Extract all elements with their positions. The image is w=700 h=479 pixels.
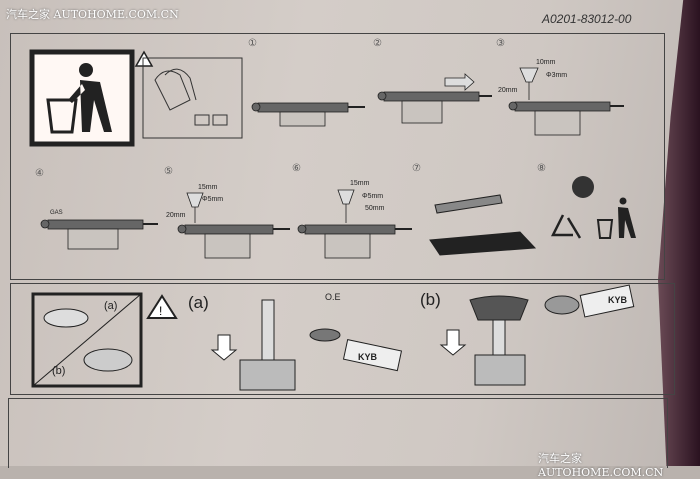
step6-offset: 50mm	[365, 205, 385, 212]
step-number-6: ⑥	[292, 163, 301, 174]
lower-panel	[8, 398, 668, 468]
shock-absorber-2	[377, 73, 492, 124]
step5-diameter: Φ5mm	[202, 196, 224, 203]
step5-offset: 20mm	[166, 212, 186, 219]
illustrations: ! !	[29, 49, 636, 391]
goggles-icon	[194, 114, 228, 126]
step-number-1: ①	[248, 38, 257, 49]
globe-icon	[572, 176, 594, 198]
legend-b: (b)	[52, 365, 66, 377]
kyb-box-a: KYB	[358, 352, 378, 362]
recycle-icon	[550, 214, 582, 239]
step4-gas: GAS	[50, 210, 63, 216]
bump-stop-panel	[10, 283, 675, 395]
section-a-label: (a)	[188, 293, 209, 312]
document-code: A0201-83012-00	[542, 12, 632, 26]
trash-person-icon	[596, 197, 636, 239]
bump-stop-legend	[31, 292, 143, 388]
watermark-top: 汽车之家 AUTOHOME.COM.CN	[6, 8, 179, 21]
kyb-box-b: KYB	[608, 295, 628, 305]
oe-label: O.E	[325, 292, 341, 302]
oil-drain-tray	[429, 194, 537, 256]
step-number-2: ②	[373, 38, 382, 49]
warning-icon-2: !	[146, 294, 178, 319]
step-number-4: ④	[35, 168, 44, 179]
disposal-steps-panel	[10, 33, 665, 280]
shock-absorber-1	[251, 102, 365, 127]
step6-diameter: Φ5mm	[362, 193, 384, 200]
step5-depth: 15mm	[198, 184, 218, 191]
gloves-icon	[154, 68, 197, 111]
shaft-a	[210, 299, 403, 391]
step-number-8: ⑧	[537, 163, 546, 174]
step3-offset: 20mm	[498, 87, 518, 94]
step-number-7: ⑦	[412, 163, 421, 174]
svg-text:!: !	[159, 304, 162, 318]
warning-icon: !	[134, 50, 154, 67]
shaft-b	[439, 284, 635, 386]
shock-absorber-4	[40, 219, 158, 250]
legend-a: (a)	[104, 300, 118, 312]
ppe-box	[142, 57, 243, 139]
step3-depth: 10mm	[536, 59, 556, 66]
step-number-3: ③	[496, 38, 505, 49]
shock-absorber-5	[177, 192, 290, 259]
step6-depth: 15mm	[350, 180, 370, 187]
dispose-icon	[29, 49, 135, 147]
shock-absorber-6	[297, 189, 412, 259]
section-b-label: (b)	[420, 290, 441, 309]
step-number-5: ⑤	[164, 166, 173, 177]
shock-absorber-3	[508, 67, 624, 136]
step3-diameter: Φ3mm	[546, 72, 568, 79]
